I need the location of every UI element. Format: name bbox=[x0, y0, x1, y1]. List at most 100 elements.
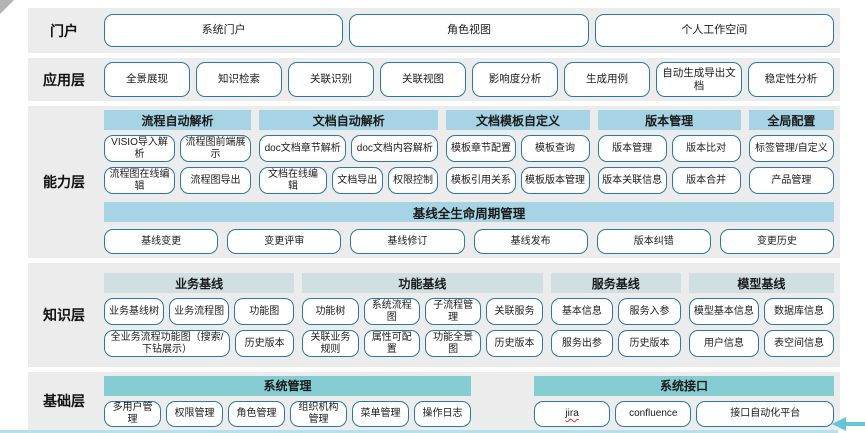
node-label: 稳定性分析 bbox=[764, 73, 818, 86]
confluence-button: confluence bbox=[615, 400, 692, 427]
node-label: 版本关联信息 bbox=[602, 174, 663, 186]
node-button: 个人工作空间 bbox=[594, 14, 834, 47]
group: 业务基线业务基线树业务流程图功能图全业务流程功能图（搜索/下钻展示）历史版本 bbox=[104, 273, 295, 357]
node-button: 操作日志 bbox=[414, 400, 471, 427]
node-label: doc文档章节解析 bbox=[264, 142, 341, 154]
node-label: 权限控制 bbox=[393, 174, 434, 186]
node-button: 模型基本信息 bbox=[688, 298, 759, 325]
node-button: 菜单管理 bbox=[352, 400, 409, 427]
node-label: 关联业务规则 bbox=[310, 332, 351, 355]
layer-label-knowledge: 知识层 bbox=[43, 307, 85, 323]
node-button: 产品管理 bbox=[748, 167, 834, 194]
node-button: 全景展现 bbox=[104, 62, 190, 97]
node-label: 流程图前端展示 bbox=[185, 137, 246, 160]
layer-label-foundation: 基础层 bbox=[43, 393, 85, 409]
group-header: 模型基线 bbox=[688, 273, 834, 293]
node-button: 历史版本 bbox=[486, 330, 543, 357]
layer-label-capability: 能力层 bbox=[43, 174, 85, 190]
group-button-row: doc文档章节解析 doc文档内容解析 bbox=[259, 135, 439, 162]
node-button: 标签管理/自定义 bbox=[748, 135, 834, 162]
node-label: 历史版本 bbox=[244, 337, 285, 349]
node-label: doc文档内容解析 bbox=[356, 142, 433, 154]
group-button-row: 文档在线编辑 文档导出 权限控制 bbox=[259, 167, 439, 194]
layer-row-portal: 门户 系统门户角色视图个人工作空间 bbox=[28, 8, 840, 53]
node-button: 关联业务规则 bbox=[302, 330, 359, 357]
knowledge-groups: 业务基线业务基线树业务流程图功能图全业务流程功能图（搜索/下钻展示）历史版本功能… bbox=[104, 273, 835, 357]
node-button: 功能树 bbox=[302, 298, 359, 325]
node-label: 角色管理 bbox=[236, 407, 277, 419]
group-header: 系统接口 bbox=[534, 375, 834, 396]
node-label: jira bbox=[565, 407, 579, 419]
node-label: 属性可配置 bbox=[371, 332, 412, 355]
group-button-row: 基本信息服务入参 bbox=[550, 298, 681, 325]
group-button-row: 功能树系统流程图子流程管理关联服务 bbox=[302, 298, 543, 325]
node-button: 数据库信息 bbox=[763, 298, 835, 325]
node-button: 关联视图 bbox=[380, 62, 466, 97]
node-button: VISIO导入解析 bbox=[104, 135, 176, 162]
group-button-row: 用户信息 表空间信息 bbox=[688, 330, 835, 357]
application-items: 全景展现知识检索关联识别关联视图影响度分析生成用例自动生成导出文档稳定性分析 bbox=[100, 58, 840, 101]
node-label: 历史版本 bbox=[629, 337, 670, 349]
group-button-row: 版本管理版本比对 bbox=[597, 135, 741, 162]
node-button: 影响度分析 bbox=[472, 62, 558, 97]
node-button: 关联识别 bbox=[288, 62, 374, 97]
node-label: 全景展现 bbox=[126, 73, 168, 86]
node-label: 变更历史 bbox=[756, 235, 797, 247]
node-button: 生成用例 bbox=[564, 62, 650, 97]
group: 全局配置标签管理/自定义产品管理 bbox=[748, 110, 834, 194]
layer-row-application: 应用层 全景展现知识检索关联识别关联视图影响度分析生成用例自动生成导出文档稳定性… bbox=[28, 58, 840, 101]
node-button: 流程图在线编辑 bbox=[104, 167, 176, 194]
node-label: 表空间信息 bbox=[773, 337, 824, 349]
node-button: 服务入参 bbox=[618, 298, 681, 325]
node-label: 模型基本信息 bbox=[693, 305, 754, 317]
node-label: 模板查询 bbox=[535, 142, 576, 154]
node-button: 基线发布 bbox=[473, 229, 588, 254]
node-button: 子流程管理 bbox=[424, 298, 482, 325]
node-button: 用户信息 bbox=[688, 330, 759, 357]
node-label: 模板章节配置 bbox=[450, 142, 511, 154]
group-button-row: 模板章节配置 模板查询 bbox=[446, 135, 590, 162]
node-label: 生成用例 bbox=[586, 73, 628, 86]
node-label: 用户信息 bbox=[703, 337, 744, 349]
group-button-row: 版本关联信息版本合并 bbox=[597, 167, 741, 194]
node-label: 历史版本 bbox=[494, 337, 535, 349]
group-header: 系统管理 bbox=[104, 375, 471, 396]
group-button-row: 模型基本信息 数据库信息 bbox=[688, 298, 835, 325]
node-label: 标签管理/自定义 bbox=[754, 142, 828, 154]
node-button: 组织机构管理 bbox=[290, 400, 347, 427]
node-button: 表空间信息 bbox=[763, 330, 835, 357]
node-label: 文档在线编辑 bbox=[267, 169, 318, 192]
group: 文档模板自定义模板章节配置模板查询模板引用关系模板版本管理 bbox=[446, 110, 590, 194]
node-label: 流程图在线编辑 bbox=[109, 169, 170, 192]
node-button: doc文档章节解析 bbox=[259, 135, 347, 162]
node-button: 角色管理 bbox=[228, 400, 285, 427]
group-header: 全局配置 bbox=[748, 110, 834, 130]
group-button-row: 关联业务规则属性可配置功能全景图历史版本 bbox=[302, 330, 543, 357]
node-label: 功能图 bbox=[249, 305, 280, 317]
jira-button: jira bbox=[534, 400, 611, 427]
node-button: 业务基线树 bbox=[104, 298, 165, 325]
node-button: 角色视图 bbox=[349, 14, 589, 47]
node-button: 版本合并 bbox=[671, 167, 741, 194]
group-header: 文档自动解析 bbox=[259, 110, 439, 130]
bottom-border-line bbox=[0, 430, 838, 433]
node-label: 版本纠错 bbox=[633, 235, 674, 247]
node-button: 历史版本 bbox=[618, 330, 681, 357]
node-label: VISIO导入解析 bbox=[111, 137, 168, 160]
node-button: 版本管理 bbox=[597, 135, 667, 162]
node-label: 服务入参 bbox=[629, 305, 670, 317]
node-button: 功能全景图 bbox=[424, 330, 482, 357]
node-label: 子流程管理 bbox=[433, 300, 474, 323]
group: 模型基线模型基本信息 数据库信息用户信息 表空间信息 bbox=[688, 273, 835, 357]
node-label: 角色视图 bbox=[446, 24, 491, 37]
node-label: 关联视图 bbox=[402, 73, 444, 86]
node-label: 数据库信息 bbox=[773, 305, 824, 317]
layer-label-application: 应用层 bbox=[43, 71, 85, 88]
node-label: 影响度分析 bbox=[488, 73, 542, 86]
node-label: 文档导出 bbox=[337, 174, 378, 186]
node-button: 关联服务 bbox=[486, 298, 543, 325]
